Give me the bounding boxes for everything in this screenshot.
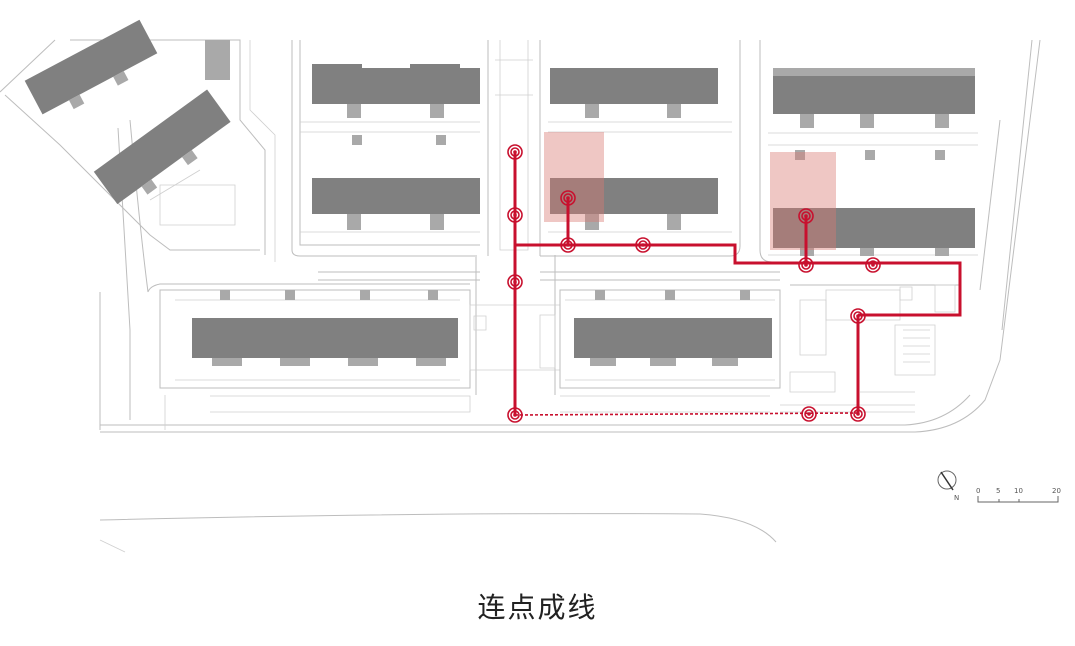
route-node bbox=[560, 237, 576, 253]
north-arrow-needle bbox=[940, 471, 954, 491]
route-north-east bbox=[515, 243, 962, 317]
building-top-left-3 bbox=[205, 40, 230, 80]
scale-label-20: 20 bbox=[1052, 487, 1061, 495]
building-a-north bbox=[312, 64, 480, 118]
route-south bbox=[514, 412, 859, 416]
route-node bbox=[507, 207, 523, 223]
highlight-zone-b bbox=[544, 132, 604, 222]
scale-bar: 0 5 10 20 bbox=[976, 487, 1061, 503]
scale-bar-line bbox=[977, 496, 1059, 503]
route-node bbox=[865, 257, 881, 273]
route-network bbox=[513, 152, 962, 416]
building-c-north bbox=[773, 68, 975, 128]
building-top-left-2 bbox=[93, 89, 231, 205]
route-node bbox=[560, 190, 576, 206]
scale-label-0: 0 bbox=[976, 487, 980, 495]
buildings bbox=[24, 19, 975, 366]
route-node bbox=[507, 407, 523, 423]
lower-road bbox=[99, 513, 777, 553]
route-node bbox=[798, 257, 814, 273]
scale-label-10: 10 bbox=[1014, 487, 1023, 495]
route-node bbox=[507, 144, 523, 160]
route-nodes bbox=[507, 144, 881, 423]
building-top-left-1 bbox=[24, 19, 158, 115]
north-label: N bbox=[954, 494, 959, 502]
route-node bbox=[635, 237, 651, 253]
north-arrow: N bbox=[937, 470, 959, 502]
building-b-south bbox=[550, 178, 718, 230]
building-d bbox=[192, 290, 458, 366]
route-node bbox=[850, 308, 866, 324]
building-b-north bbox=[550, 68, 718, 118]
highlight-zone-c bbox=[770, 152, 836, 250]
route-node bbox=[798, 208, 814, 224]
route-node bbox=[801, 406, 817, 422]
building-a-south bbox=[312, 135, 480, 230]
caption: 连点成线 bbox=[477, 591, 598, 624]
building-e bbox=[574, 290, 772, 366]
scale-label-5: 5 bbox=[996, 487, 1000, 495]
route-node bbox=[507, 274, 523, 290]
highlight-zones bbox=[544, 132, 836, 250]
north-arrow-circle bbox=[937, 470, 957, 490]
route-node bbox=[850, 406, 866, 422]
